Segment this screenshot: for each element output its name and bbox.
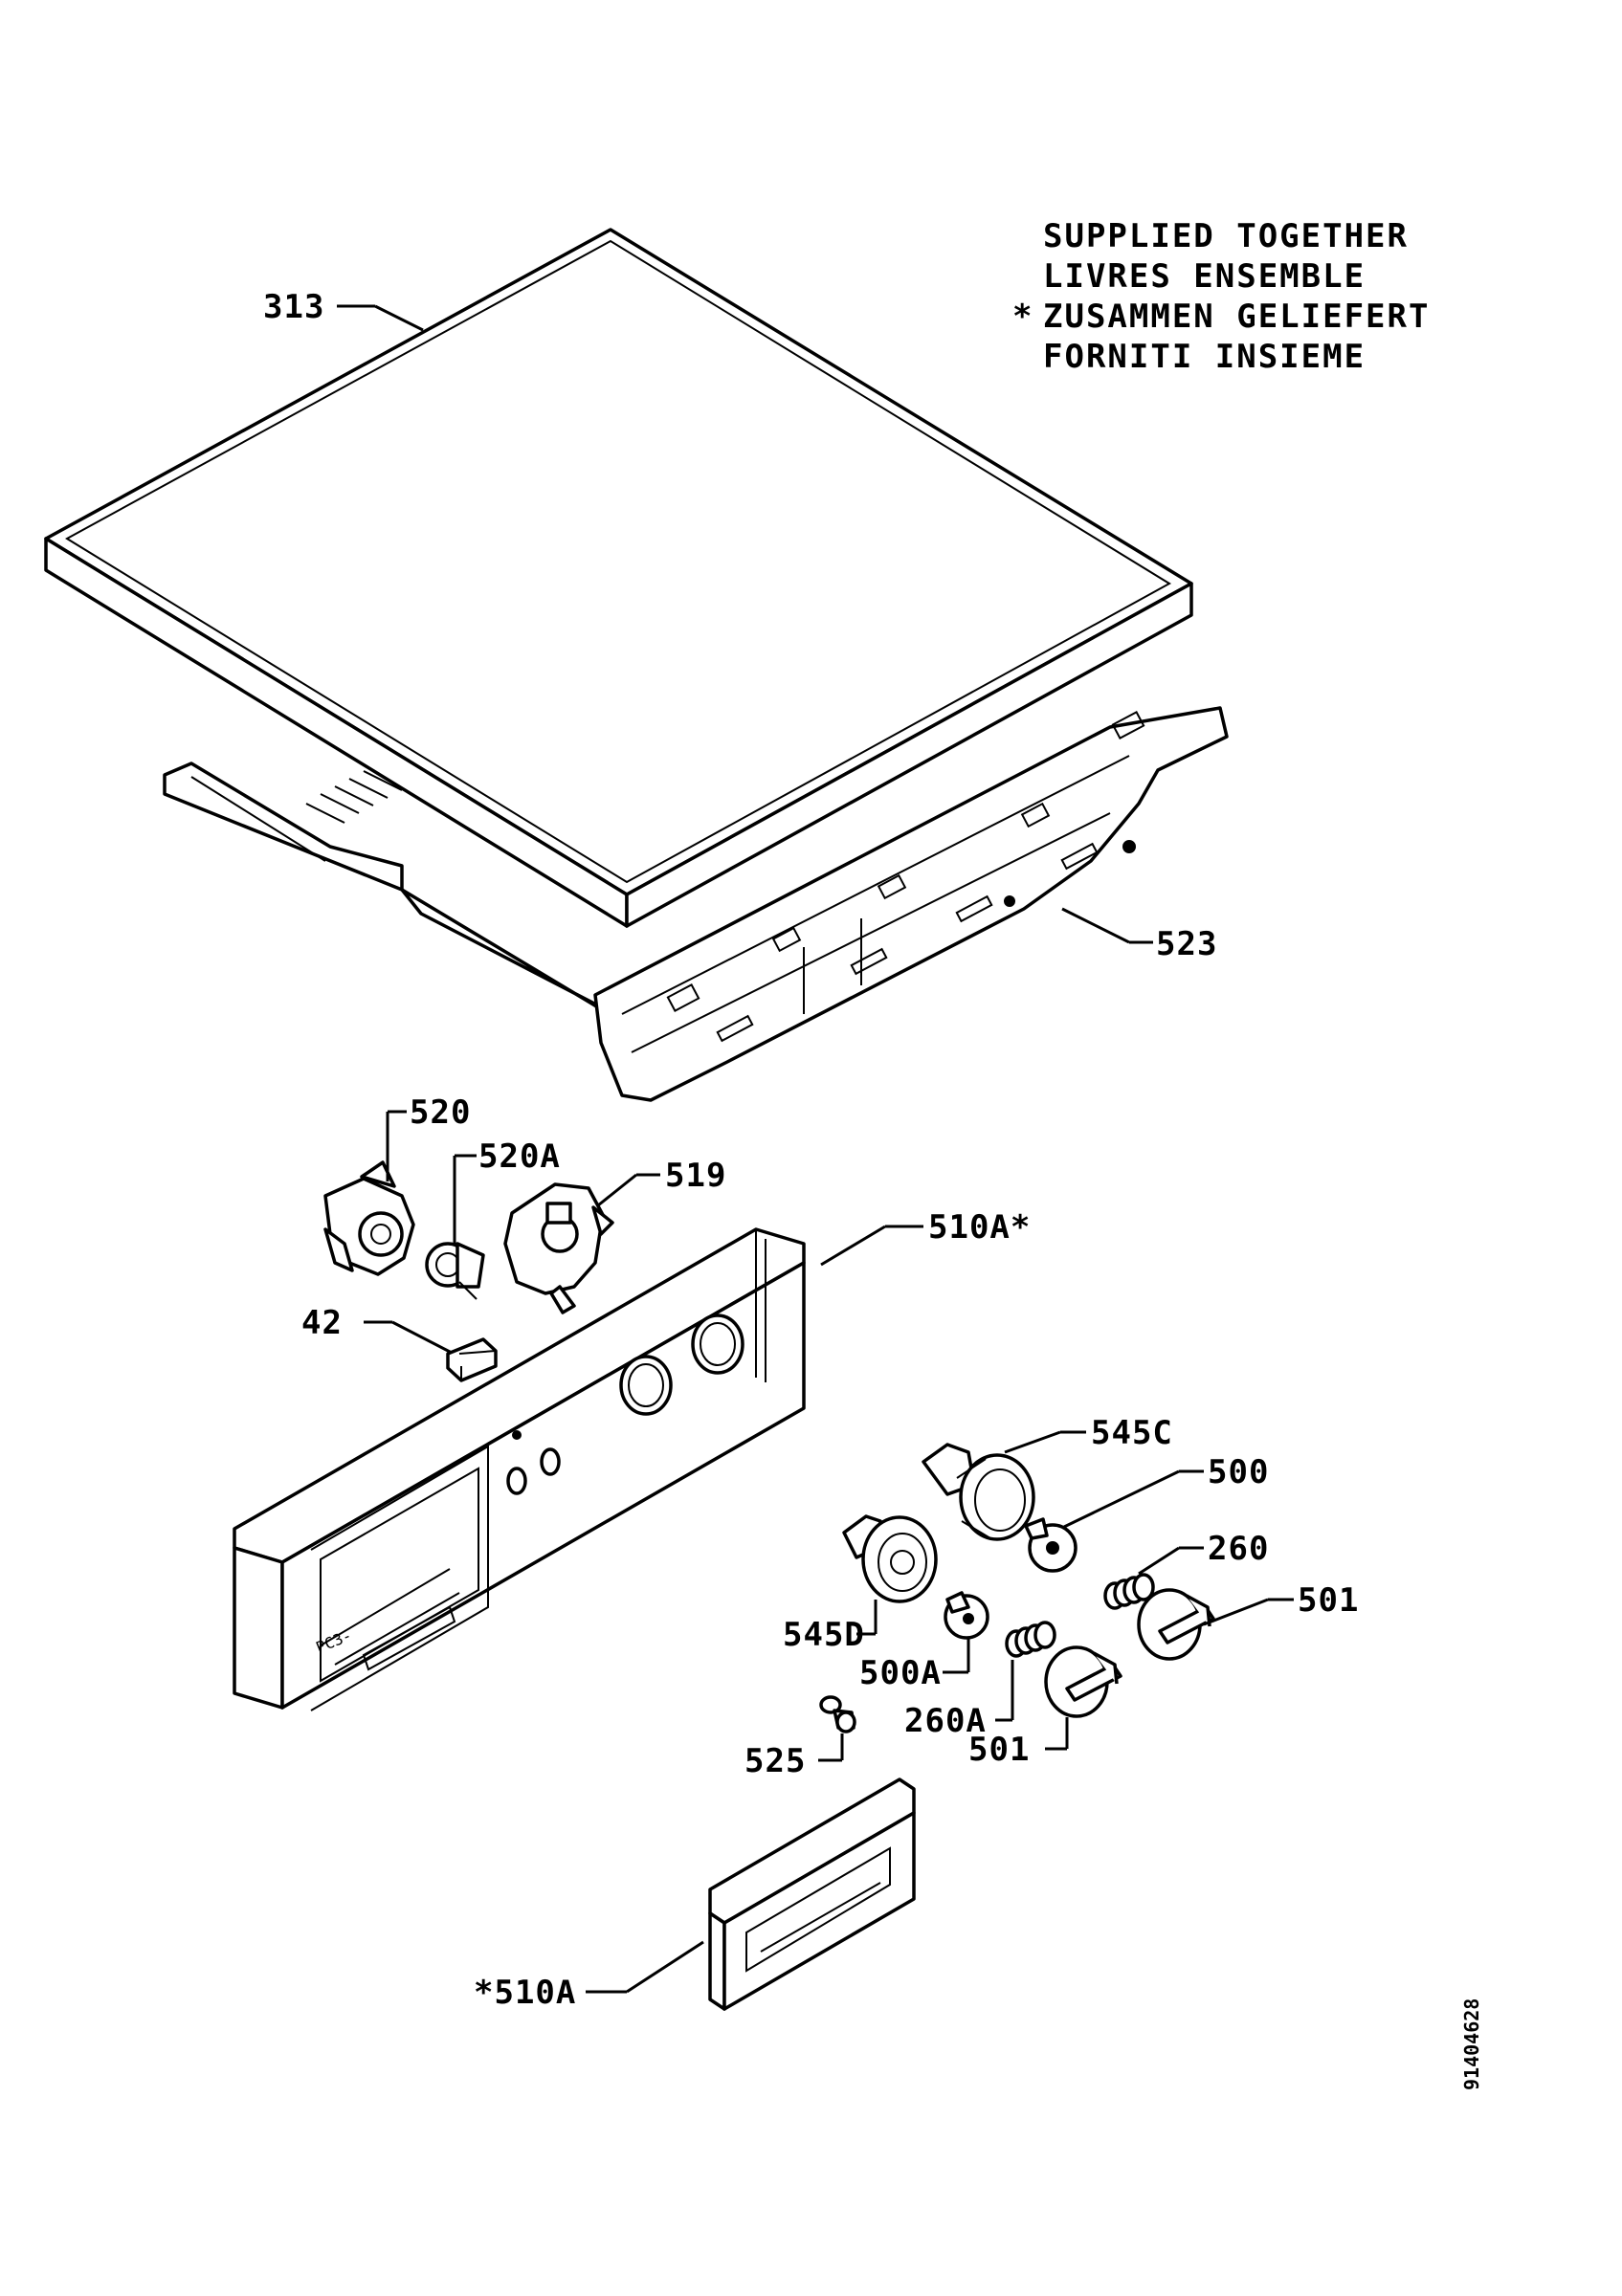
label-42: 42 [301, 1304, 343, 1342]
note-line-1: SUPPLIED TOGETHER [1043, 217, 1409, 255]
part-500a-cam [944, 1591, 989, 1640]
part-523-frame-rail [163, 706, 1229, 1102]
label-520: 520 [410, 1093, 471, 1132]
part-520-switch-body [323, 1160, 415, 1276]
label-545d: 545D [783, 1616, 865, 1654]
part-545d-knob-housing [842, 1514, 938, 1603]
note-line-3: ZUSAMMEN GELIEFERT [1043, 298, 1430, 336]
drawing-code: 91404628 [1460, 1998, 1483, 2090]
part-501-knob-lower [1044, 1645, 1122, 1718]
label-313: 313 [263, 288, 324, 326]
note-line-2: LIVRES ENSEMBLE [1043, 257, 1366, 296]
label-500a: 500A [859, 1654, 942, 1692]
part-labels: 313 523 520 520A 519 510A* 42 545C 500 2… [263, 288, 1359, 2012]
part-260-spring [1103, 1573, 1155, 1610]
label-523: 523 [1156, 925, 1217, 963]
label-260a: 260A [904, 1702, 987, 1740]
label-500: 500 [1208, 1453, 1269, 1491]
part-525-plug [819, 1695, 856, 1733]
part-501-knob-right [1137, 1588, 1215, 1661]
supplied-together-note: SUPPLIED TOGETHER LIVRES ENSEMBLE * ZUSA… [1012, 217, 1430, 376]
label-545c: 545C [1091, 1414, 1173, 1452]
part-500-cam [1024, 1517, 1078, 1573]
part-510a-front-panel: PC3- [233, 1227, 806, 1711]
label-525: 525 [744, 1742, 806, 1780]
label-520a: 520A [478, 1137, 561, 1176]
note-asterisk: * [1012, 298, 1033, 336]
part-260a-spring [1005, 1621, 1056, 1658]
label-501-lower: 501 [968, 1731, 1030, 1769]
leader-lines [337, 304, 1294, 1994]
label-260: 260 [1208, 1530, 1269, 1568]
part-42-clip [446, 1337, 498, 1382]
part-520a-bushing [425, 1242, 485, 1300]
part-519-switch [503, 1182, 614, 1314]
part-510a-handle [708, 1777, 916, 2011]
label-510a-star: 510A* [928, 1208, 1031, 1247]
label-510a-bottom: *510A [474, 1974, 576, 2012]
label-519: 519 [665, 1157, 726, 1195]
label-501-right: 501 [1298, 1581, 1359, 1620]
part-545c-knob-housing [922, 1443, 1035, 1541]
note-line-4: FORNITI INSIEME [1043, 338, 1366, 376]
part-313-top-lid [44, 228, 1193, 928]
